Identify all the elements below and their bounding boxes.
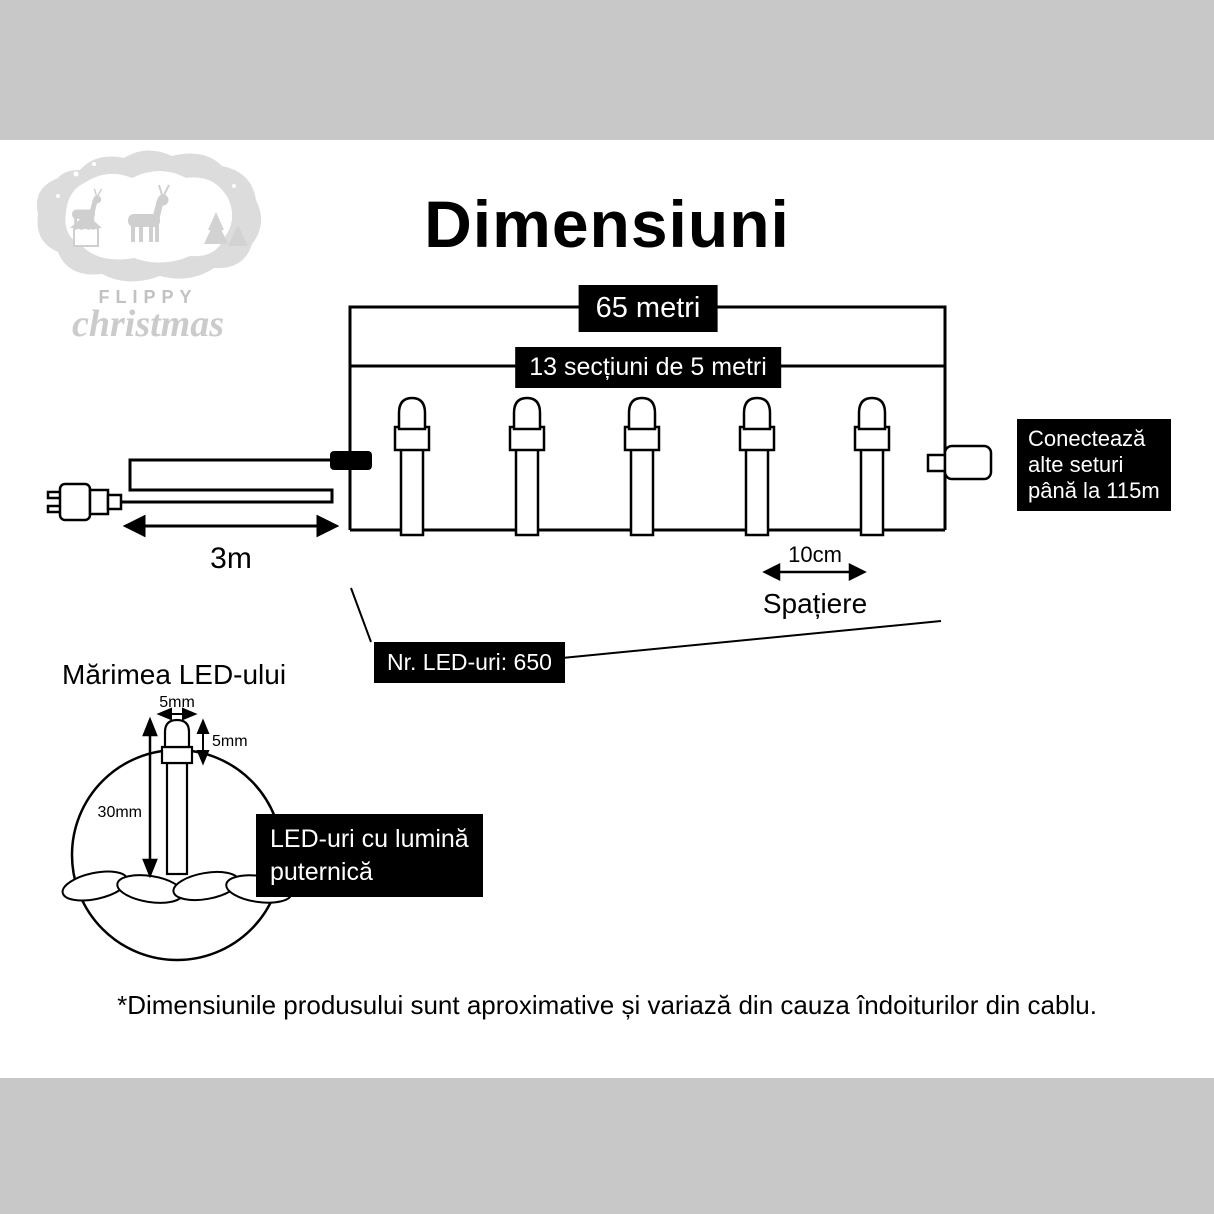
led-bulb-4 — [738, 396, 776, 537]
led-bulb-5 — [853, 396, 891, 537]
led-count-pointers — [350, 587, 942, 659]
power-plug-icon — [46, 482, 123, 522]
led-bulb-1 — [393, 396, 431, 537]
star-icons — [56, 162, 236, 198]
led-size-bulb — [160, 718, 194, 876]
brand-script-name: christmas — [71, 303, 225, 345]
led-count-label: Nr. LED-uri: 650 — [374, 642, 565, 683]
page-title: Dimensiuni — [424, 187, 790, 261]
led-size-heading: Mărimea LED-ului — [62, 659, 287, 690]
string-connector-icon — [330, 451, 372, 470]
spacing-caption-text: Spațiere — [762, 588, 868, 619]
brand-logo: FLIPPY christmas — [28, 148, 268, 346]
connector-note-label: Conectează alte seturi până la 115m — [1017, 419, 1171, 511]
led-total-height-text: 30mm — [97, 804, 142, 821]
lead-length-text: 3m — [210, 542, 252, 575]
bulb-width-text: 5mm — [159, 694, 195, 711]
extension-connector-icon — [926, 444, 993, 481]
led-bulb-3 — [623, 396, 661, 537]
disclaimer-text: *Dimensiunile produsului sunt aproximati… — [117, 990, 1097, 1020]
bottom-band — [0, 1078, 1214, 1214]
bulb-height-arrow — [196, 718, 210, 766]
total-length-label: 65 metri — [578, 285, 718, 332]
tree-icons — [204, 212, 248, 246]
bulb-width-arrow — [156, 707, 198, 721]
lead-wire — [121, 458, 334, 504]
led-brightness-note: LED-uri cu lumină puternică — [256, 814, 483, 897]
lead-length-arrow — [122, 514, 340, 538]
led-bulb-2 — [508, 396, 546, 537]
sections-label: 13 secțiuni de 5 metri — [515, 347, 781, 388]
logo-scene — [36, 150, 262, 282]
led-height-arrow — [142, 716, 158, 879]
led-count-pointer-left — [350, 587, 372, 643]
spacing-value-text: 10cm — [788, 542, 842, 567]
led-count-pointer-right — [561, 620, 942, 659]
spacing-arrow — [762, 562, 867, 582]
bulb-height-text: 5mm — [212, 733, 248, 750]
deer-icon — [128, 184, 170, 242]
top-band — [0, 0, 1214, 140]
brand-name: FLIPPY — [98, 287, 198, 307]
